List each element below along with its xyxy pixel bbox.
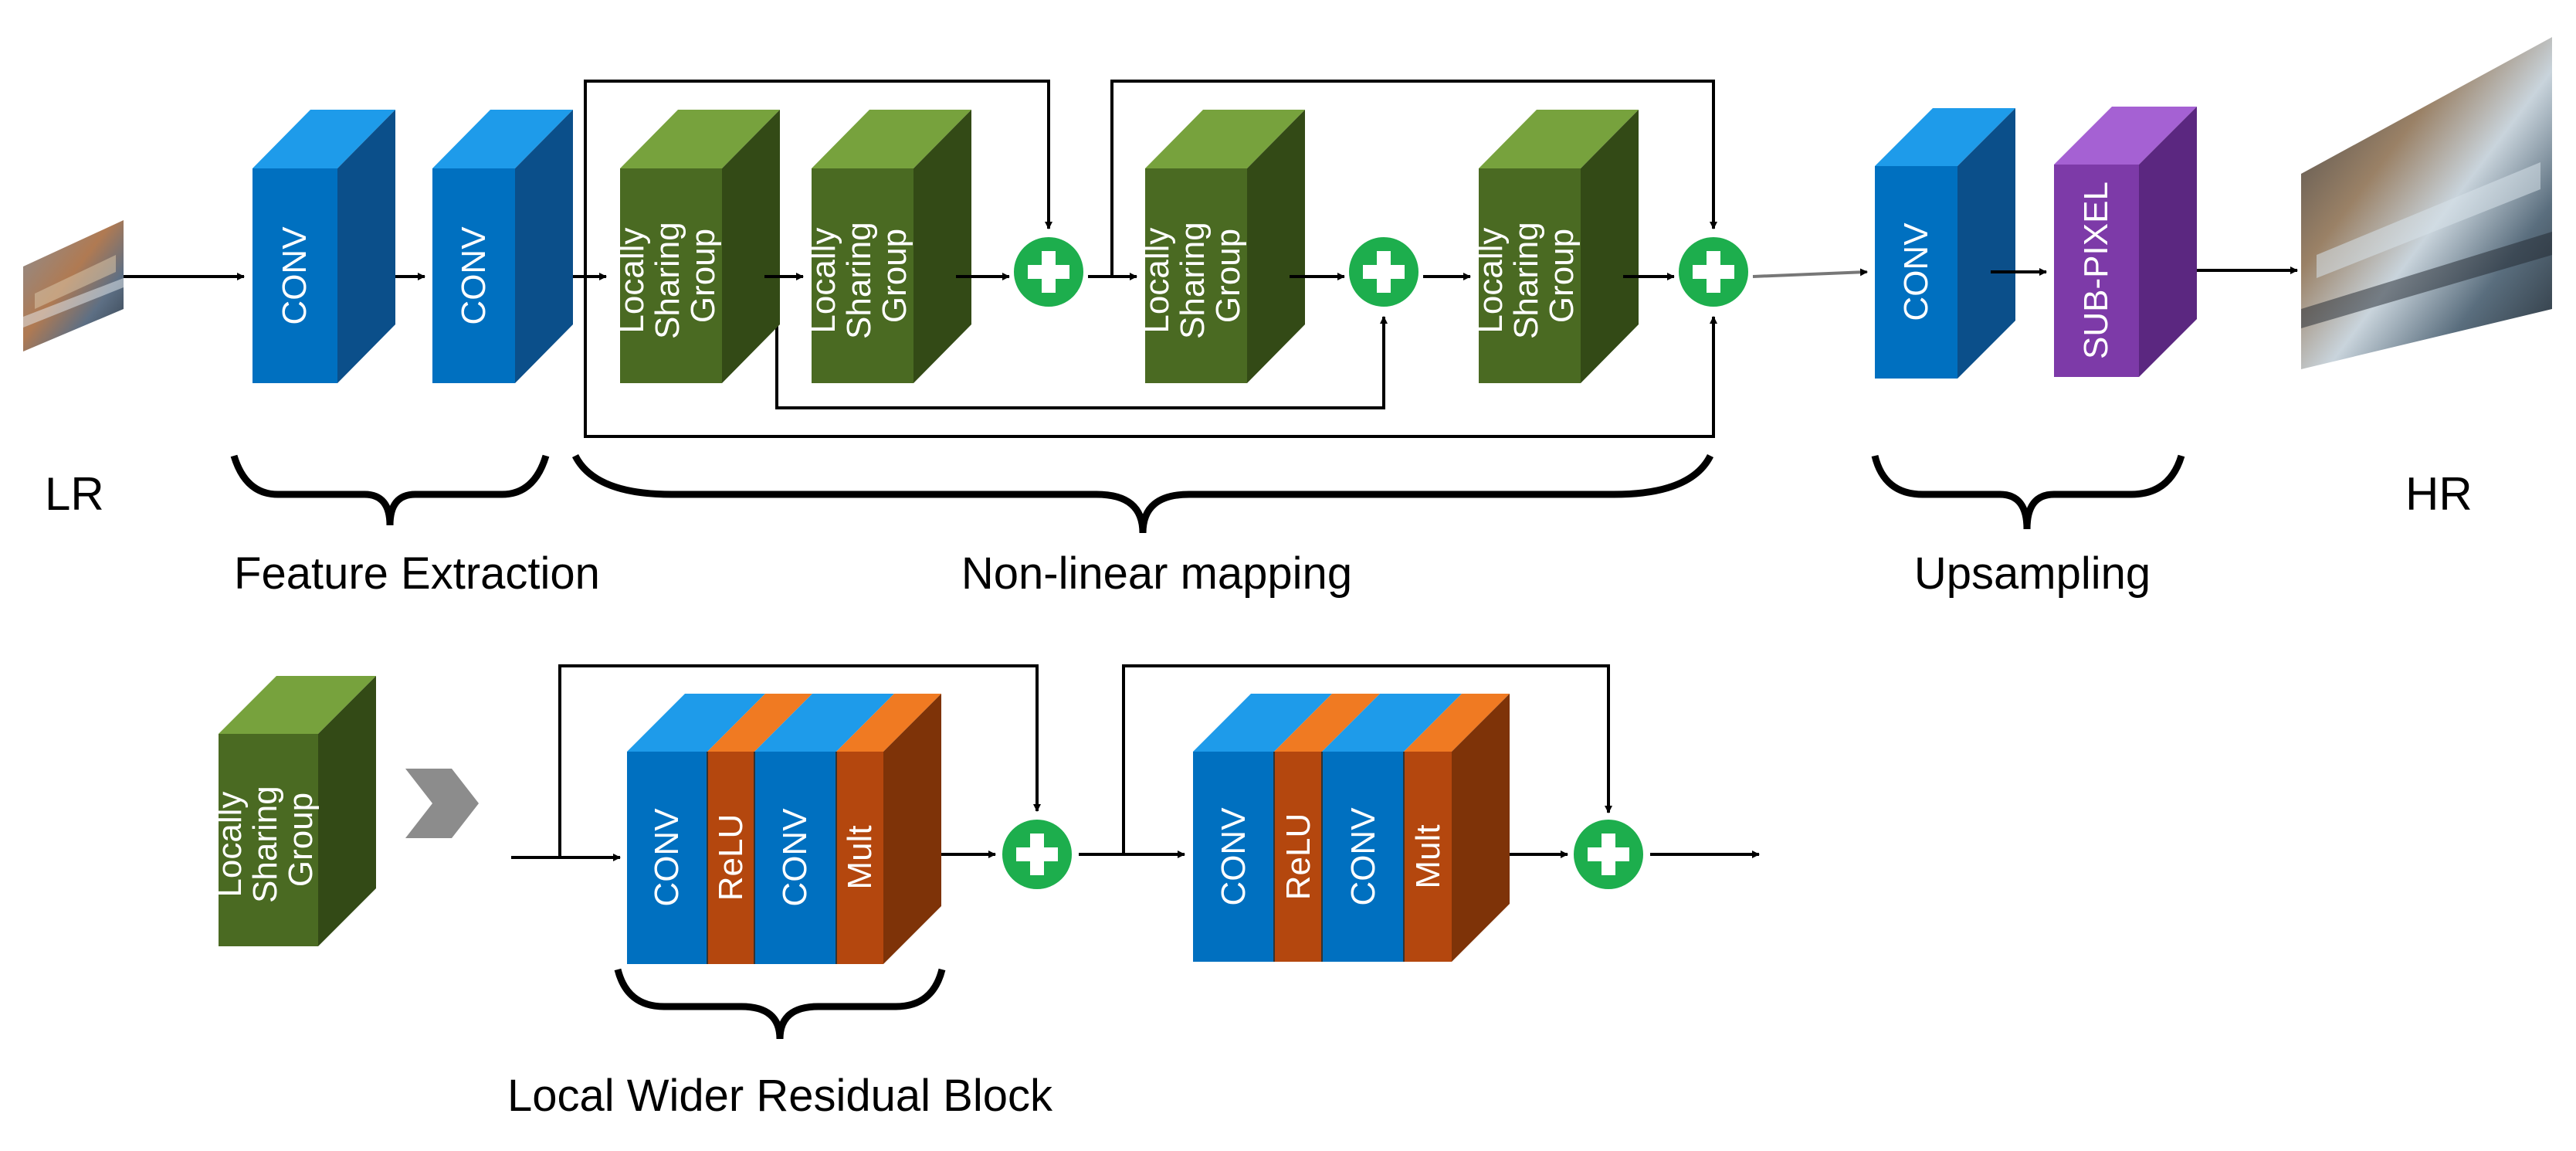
hr-image	[2301, 37, 2552, 369]
lsg-block-4: Locally Sharing Group	[1472, 110, 1639, 383]
local-wider-residual-block-label: Local Wider Residual Block	[507, 1071, 1053, 1121]
svg-text:Locally Sharing Gr: Locally Sharing Group	[805, 212, 913, 339]
plus-circle-icon	[1344, 233, 1423, 311]
conv-block-2-label: CONV	[455, 226, 493, 325]
svg-text:Locally Sharing Gr: Locally Sharing Group	[211, 776, 320, 903]
residual-2-mult-label: Mult	[1409, 824, 1447, 888]
brace-local-wider-residual-block	[614, 968, 946, 1040]
lr-image	[23, 220, 124, 351]
lsg-block-4-line2: Sharing	[1507, 222, 1545, 339]
residual-1-conv-b-label: CONV	[776, 808, 814, 907]
plus-circle-icon	[1569, 815, 1648, 894]
residual-2-mult	[1404, 752, 1452, 962]
conv-block-1: CONV	[253, 110, 395, 383]
hr-label: HR	[2405, 468, 2473, 520]
lsg-block-2-line2: Sharing	[840, 222, 878, 339]
lsg-block-2-line1: Locally	[805, 228, 842, 334]
upsampling-label: Upsampling	[1914, 548, 2151, 599]
svg-text:Locally Sharing Gr: Locally Sharing Group	[1138, 212, 1247, 339]
residual-block-2: CONV ReLU CONV Mult	[1193, 694, 1510, 962]
residual-2-relu	[1274, 752, 1322, 962]
plus-circle-icon	[1009, 233, 1088, 311]
lsg-legend-line1: Locally	[211, 792, 249, 898]
plus-circle-icon	[1674, 233, 1753, 311]
lsg-block-3-line2: Sharing	[1174, 222, 1212, 339]
residual-1-mult	[836, 752, 883, 964]
residual-1-conv-b	[754, 752, 836, 964]
non-linear-mapping-label: Non-linear mapping	[961, 548, 1352, 599]
lsg-legend-line3: Group	[282, 793, 320, 887]
lr-label: LR	[45, 468, 104, 520]
conv-block-3: CONV	[1875, 108, 2015, 379]
residual-1-mult-label: Mult	[841, 825, 879, 889]
skip-line-bottom-2	[584, 277, 1717, 438]
plus-circle-icon	[998, 815, 1076, 894]
brace-feature-extraction	[230, 454, 550, 526]
skip-line-top-1	[584, 80, 1052, 277]
lsg-block-2-line3: Group	[876, 229, 913, 323]
svg-text:Locally Sharing Gr: Locally Sharing Group	[613, 212, 722, 339]
lsg-block-1-line1: Locally	[613, 228, 651, 334]
arrow-add3-to-conv3	[1752, 268, 1868, 278]
lsg-block-3: Locally Sharing Group	[1138, 110, 1305, 383]
residual-2-relu-label: ReLU	[1280, 813, 1317, 901]
lsg-block-4-line3: Group	[1543, 229, 1581, 323]
lsg-block-1: Locally Sharing Group	[613, 110, 780, 383]
residual-2-conv-a	[1193, 752, 1274, 962]
conv-block-1-label: CONV	[276, 226, 314, 325]
lsg-block-3-line1: Locally	[1138, 228, 1176, 334]
residual-2-conv-a-label: CONV	[1215, 807, 1252, 906]
skip-line-bottom-1	[775, 277, 1388, 409]
conv-block-2: CONV	[432, 110, 573, 383]
residual-1-conv-a	[627, 752, 707, 964]
skip-line-residual-1	[558, 664, 1041, 857]
brace-upsampling	[1871, 454, 2185, 530]
feature-extraction-label: Feature Extraction	[234, 548, 600, 599]
svg-text:Locally Sharing Gr: Locally Sharing Group	[1472, 212, 1581, 339]
subpixel-block: SUB-PIXEL	[2054, 107, 2197, 377]
lsg-legend-line2: Sharing	[246, 786, 284, 903]
residual-block-1: CONV ReLU CONV Mult	[627, 694, 941, 964]
lsg-block-1-line2: Sharing	[649, 222, 686, 339]
residual-2-conv-b	[1322, 752, 1404, 962]
lsg-block-3-line3: Group	[1209, 229, 1247, 323]
brace-non-linear-mapping	[571, 453, 1714, 534]
lsg-legend-block: Locally Sharing Group	[211, 676, 376, 946]
skip-line-residual-2	[1122, 664, 1612, 856]
conv-block-3-label: CONV	[1897, 222, 1935, 321]
lsg-block-1-line3: Group	[684, 229, 722, 323]
lsg-block-2: Locally Sharing Group	[805, 110, 971, 383]
lsg-block-4-line1: Locally	[1472, 228, 1510, 334]
residual-1-relu-label: ReLU	[712, 814, 750, 901]
chevron-right-icon	[405, 769, 479, 838]
residual-1-conv-a-label: CONV	[648, 808, 686, 907]
subpixel-label: SUB-PIXEL	[2077, 182, 2115, 359]
skip-line-top-2	[1110, 80, 1717, 277]
residual-2-conv-b-label: CONV	[1344, 807, 1382, 906]
residual-1-relu	[707, 752, 754, 964]
